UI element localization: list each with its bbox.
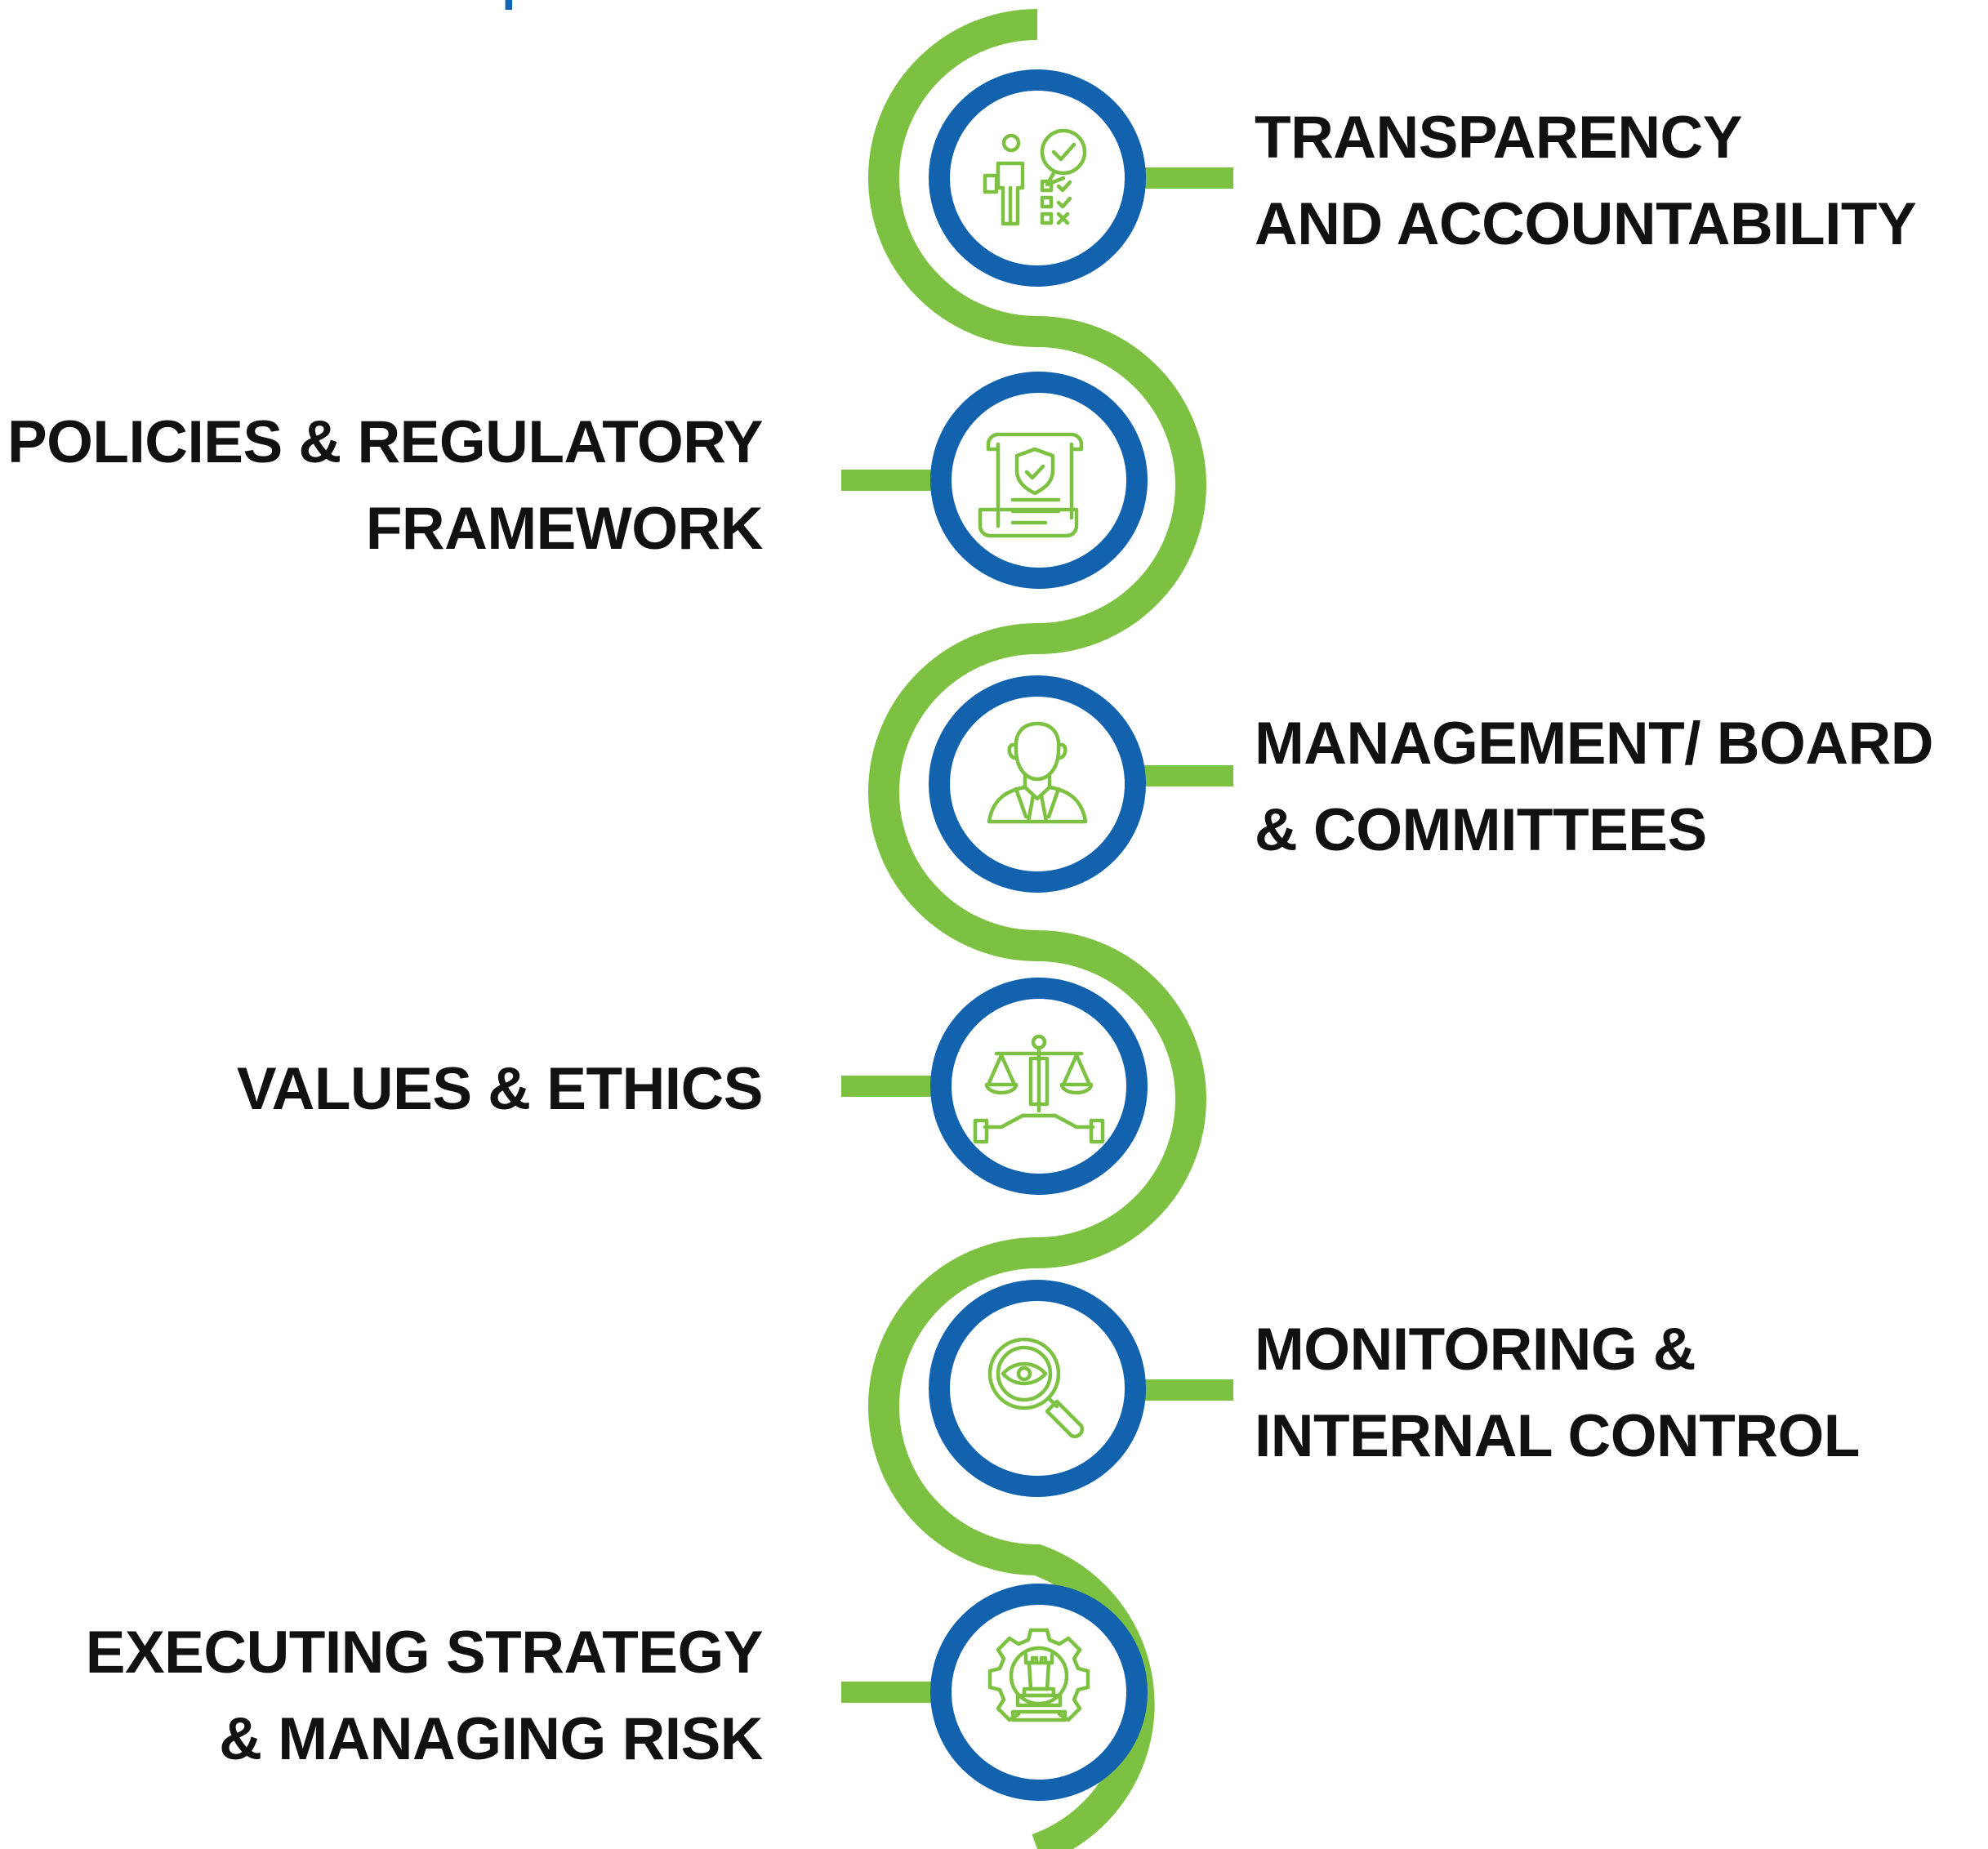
node-5 (929, 1280, 1146, 1497)
checklist-person-icon (983, 128, 1087, 226)
principle-label-strategy: EXECUTING STRATEGY & MANAGING RISK (85, 1610, 764, 1783)
magnifier-eye-icon (987, 1337, 1085, 1439)
businessman-icon (987, 721, 1088, 824)
node-3 (929, 675, 1146, 893)
principle-label-values: VALUES & ETHICS (236, 1046, 764, 1133)
principle-label-policies: POLICIES & REGULATORY FRAMEWORK (7, 399, 764, 573)
principle-label-line2: INTERNAL CONTROL (1255, 1403, 1860, 1469)
principle-label-line1: VALUES & ETHICS (236, 1056, 764, 1122)
principle-label-line2: & MANAGING RISK (219, 1706, 763, 1772)
principle-label-transparency: TRANSPARENCY AND ACCOUNTABILITY (1255, 95, 1917, 268)
page-title: te Governance Principles (0, 0, 603, 8)
node-6 (930, 1584, 1148, 1801)
node-2 (930, 372, 1148, 589)
policy-scroll-shield-icon (978, 432, 1084, 538)
title-clip: te Governance Principles (0, 0, 670, 15)
principle-label-monitoring: MONITORING & INTERNAL CONTROL (1255, 1307, 1860, 1480)
node-1 (929, 69, 1146, 287)
principle-label-line1: MANAGEMENT/ BOARD (1255, 711, 1933, 777)
principle-label-line1: MONITORING & (1255, 1317, 1696, 1383)
principle-label-line1: TRANSPARENCY (1255, 105, 1742, 171)
principle-label-line2: AND ACCOUNTABILITY (1255, 191, 1917, 257)
principle-label-line2: & COMMITTEES (1255, 797, 1707, 863)
principle-label-line1: EXECUTING STRATEGY (85, 1620, 764, 1686)
principle-label-line1: POLICIES & REGULATORY (7, 409, 764, 475)
scales-hand-icon (973, 1034, 1105, 1144)
gear-chess-rook-icon (987, 1628, 1090, 1722)
principle-label-line2: FRAMEWORK (365, 496, 764, 562)
serpentine-spine (868, 9, 1206, 1849)
principle-label-management: MANAGEMENT/ BOARD & COMMITTEES (1255, 701, 1933, 874)
